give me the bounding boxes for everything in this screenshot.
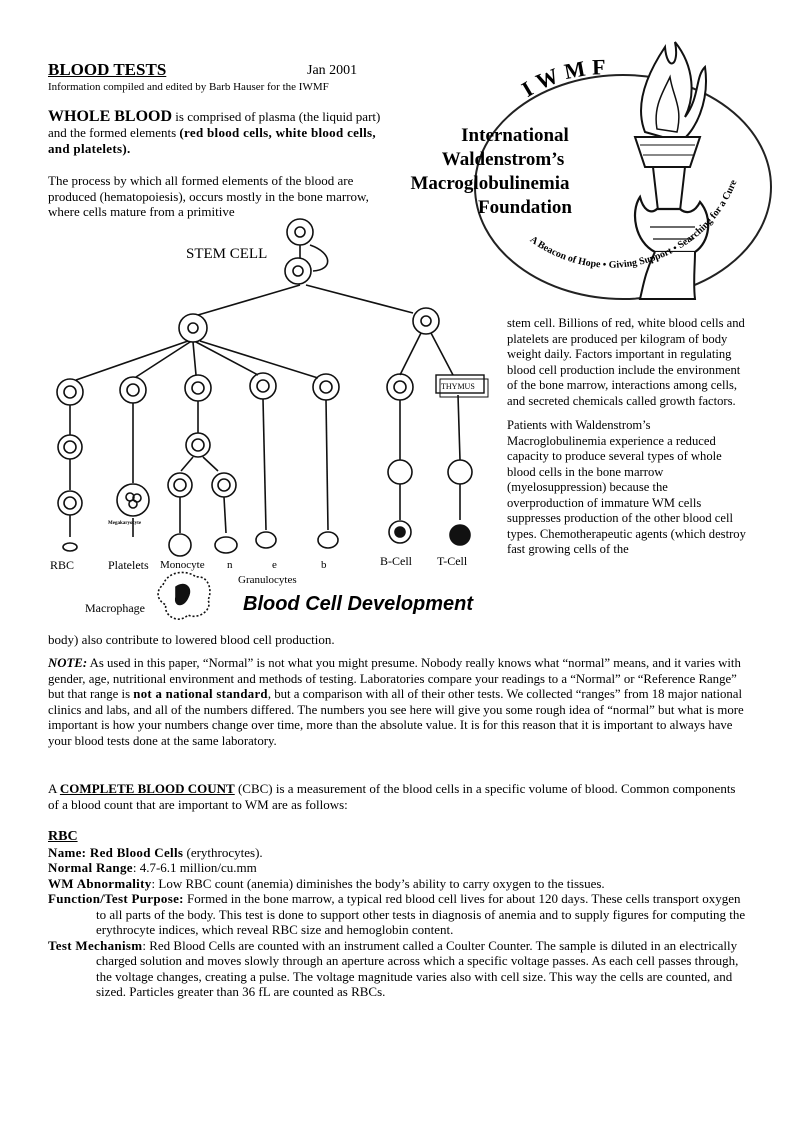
logo-name-line2: Waldenstrom’s: [442, 149, 564, 170]
rbc-func-value: Formed in the bone marrow, a typical red…: [96, 891, 746, 937]
rbc-name-label: Name:: [48, 844, 87, 860]
label-macrophage: Macrophage: [85, 601, 145, 615]
cbc-paragraph: A COMPLETE BLOOD COUNT (CBC) is a measur…: [48, 781, 748, 813]
label-basophil: b: [321, 559, 327, 571]
right-para-1: stem cell. Billions of red, white blood …: [507, 316, 745, 408]
cbc-term: COMPLETE BLOOD COUNT: [59, 781, 235, 796]
diagram-title: Blood Cell Development: [243, 593, 474, 615]
rbc-name-rest: (erythrocytes).: [183, 844, 263, 860]
cbc-prefix: A: [48, 781, 60, 796]
process-paragraph: The process by which all formed elements…: [48, 173, 369, 219]
logo-name-line4: Foundation: [478, 197, 572, 218]
note-text-1: As used in this paper, “Normal” is not w…: [48, 656, 741, 702]
rbc-name-row: Name: Red Blood Cells (erythrocytes).: [48, 845, 748, 861]
credit-line: Information compiled and edited by Barb …: [48, 81, 329, 93]
note-text-2: , but a comparison with all of their oth…: [48, 687, 744, 748]
rbc-mech-value: : Red Blood Cells are counted with an in…: [96, 937, 739, 1000]
label-rbc: RBC: [50, 558, 74, 572]
right-para-2: Patients with Waldenstrom’s Macroglobuli…: [507, 418, 746, 556]
label-megakaryocyte: Megakaryocyte: [108, 521, 142, 526]
note-paragraph: NOTE: As used in this paper, “Normal” is…: [48, 656, 748, 750]
label-platelets: Platelets: [108, 558, 149, 572]
cbc-text: (CBC) is a measurement of the blood cell…: [48, 781, 736, 812]
label-t-cell: T-Cell: [437, 554, 468, 568]
rbc-abn-value: : Low RBC count (anemia) diminishes the …: [151, 875, 605, 891]
rbc-range-value: : 4.7-6.1 million/cu.mm: [132, 860, 257, 875]
label-stem-cell: STEM CELL: [186, 246, 267, 262]
rbc-mechanism-row: Test Mechanism: Red Blood Cells are coun…: [48, 938, 748, 1000]
rbc-section: RBC Name: Red Blood Cells (erythrocytes)…: [48, 829, 748, 1000]
note-strong: not a national standard: [133, 687, 268, 702]
rbc-mech-label: Test Mechanism: [48, 937, 143, 953]
label-eosinophil: e: [272, 559, 277, 571]
rbc-heading: RBC: [48, 829, 78, 844]
blood-cell-development-diagram: STEM CELL THYMUS Megakaryocyte RBC Plate…: [50, 218, 489, 620]
label-neutrophil: n: [227, 559, 233, 571]
label-granulocytes: Granulocytes: [238, 574, 297, 586]
iwmf-logo: IWMF A Beacon of Hope • Giving Support •…: [410, 41, 772, 300]
logo-name-line3: Macroglobulinemia: [410, 173, 570, 194]
logo-acronym: IWMF: [517, 54, 612, 102]
right-column: stem cell. Billions of red, white blood …: [507, 316, 747, 567]
rbc-abnormality-row: WM Abnormality: Low RBC count (anemia) d…: [48, 876, 748, 892]
intro-lead: WHOLE BLOOD: [48, 108, 173, 125]
label-monocyte: Monocyte: [160, 559, 205, 571]
rbc-name-bold: Red Blood Cells: [86, 844, 184, 860]
rbc-abn-label: WM Abnormality: [48, 875, 152, 891]
intro-paragraph: WHOLE BLOOD is comprised of plasma (the …: [48, 109, 393, 157]
rbc-function-row: Function/Test Purpose: Formed in the bon…: [48, 891, 748, 938]
label-thymus: THYMUS: [441, 382, 475, 391]
logo-name-line1: International: [461, 125, 569, 146]
rbc-range-row: Normal Range: 4.7-6.1 million/cu.mm: [48, 860, 748, 876]
document-title: BLOOD TESTS: [48, 60, 167, 79]
continuation-line: body) also contribute to lowered blood c…: [48, 632, 335, 647]
intro-text: is comprised of plasma (the liquid part)…: [48, 109, 381, 140]
rbc-func-label: Function/Test Purpose:: [48, 891, 184, 906]
document-date: Jan 2001: [307, 63, 358, 78]
note-label: NOTE:: [48, 656, 88, 670]
intro-bold: (red blood cells, white blood cells, and…: [48, 125, 376, 156]
label-b-cell: B-Cell: [380, 554, 413, 568]
rbc-range-label: Normal Range: [48, 860, 133, 875]
